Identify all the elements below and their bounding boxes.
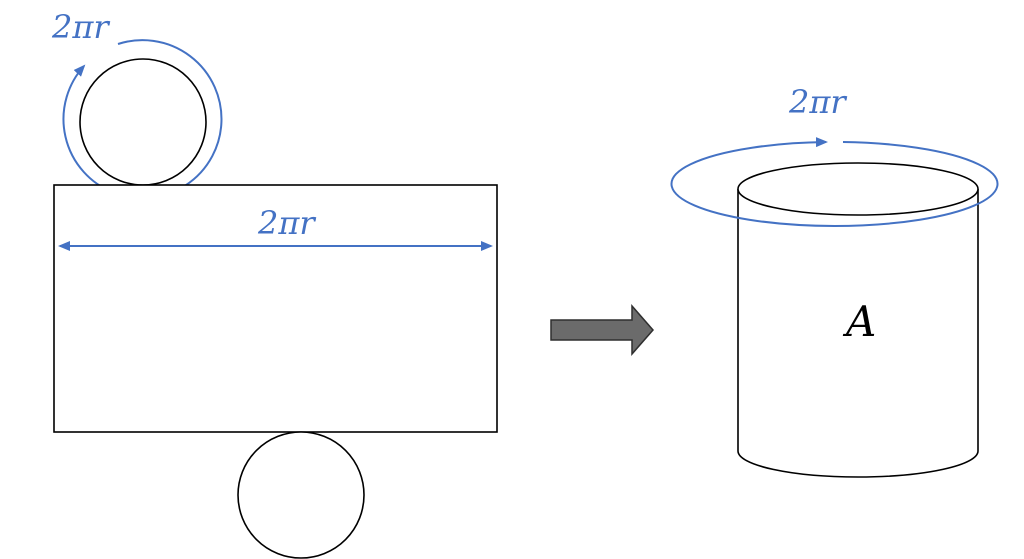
rectangle-width-label: 2πr bbox=[257, 204, 316, 242]
cylinder-body bbox=[737, 189, 979, 478]
top-base-circle bbox=[79, 58, 207, 186]
cylinder: 2πr A bbox=[670, 83, 999, 478]
top-circle-circumference-label: 2πr bbox=[51, 8, 110, 46]
bottom-base-circle bbox=[237, 431, 365, 559]
cylinder-top-ellipse bbox=[737, 162, 979, 216]
cylinder-circumference-arrow bbox=[670, 137, 999, 227]
lateral-surface-rectangle bbox=[53, 184, 498, 433]
transform-arrow bbox=[550, 304, 654, 356]
cylinder-area-label: A bbox=[842, 297, 876, 346]
cylinder-net: 2πr 2πr bbox=[51, 8, 498, 559]
cylinder-circumference-label: 2πr bbox=[788, 83, 847, 121]
